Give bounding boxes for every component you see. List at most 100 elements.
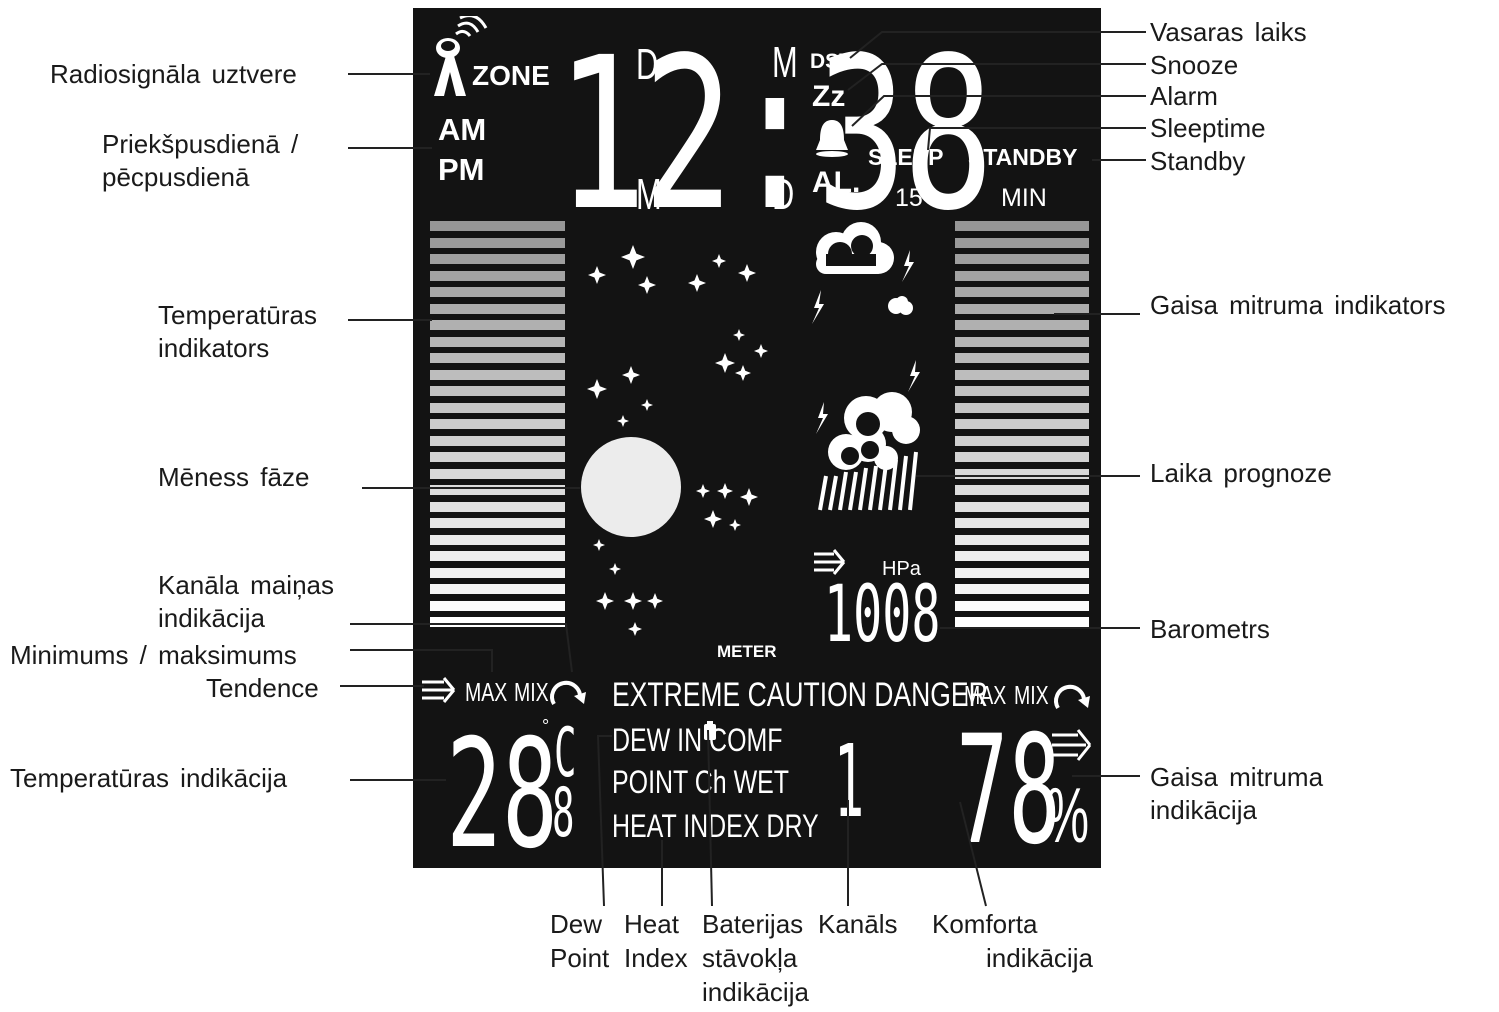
star-icon [740, 488, 758, 506]
label-battery-line1: Baterijas [702, 909, 804, 939]
star-icon [733, 329, 745, 341]
star-icon [593, 539, 605, 551]
bar-segment [430, 336, 565, 347]
battery-icon [704, 721, 716, 740]
meter-label: METER [717, 642, 777, 661]
bar-segment [430, 237, 565, 248]
bell-icon [816, 120, 848, 157]
bar-segment [955, 534, 1089, 545]
bar-segment [430, 287, 565, 297]
bar-segment [955, 600, 1089, 611]
celsius-unit: C [554, 714, 577, 793]
label-sleeptime: Sleeptime [1150, 113, 1266, 143]
star-icon [621, 245, 645, 269]
bar-segment [955, 320, 1089, 330]
star-icon [638, 276, 656, 294]
bar-segment [430, 551, 565, 561]
label-standby: Standby [1150, 146, 1246, 176]
temperature-bar-indicator [430, 221, 565, 636]
bar-segment [955, 353, 1089, 363]
pressure-value: 1008 [824, 570, 941, 660]
star-icon [622, 366, 640, 384]
radio-tower-icon [434, 16, 488, 96]
label-alarm: Alarm [1150, 81, 1218, 111]
star-icon [587, 379, 607, 399]
bar-segment [955, 567, 1089, 578]
star-icon [624, 592, 642, 610]
sleep-minutes-value: 15 [895, 184, 923, 212]
label-heat-line2: Index [624, 943, 688, 973]
bar-segment [955, 501, 1089, 512]
star-icon [628, 622, 642, 636]
bar-segment [430, 485, 565, 495]
max-indicator-right: MAX [964, 680, 1007, 710]
max-indicator-left: MAX [465, 677, 508, 707]
bar-segment [955, 402, 1089, 413]
label-channel: Kanāls [818, 909, 898, 939]
bar-segment [430, 567, 565, 578]
bar-segment [430, 501, 565, 512]
bar-segment [430, 270, 565, 281]
star-icon [754, 344, 768, 358]
bar-segment [430, 617, 565, 627]
bar-segment [955, 584, 1089, 594]
label-min-max: Minimums / maksimums [10, 640, 297, 670]
bar-segment [955, 254, 1089, 264]
label-daylight-saving: Vasaras laiks [1150, 17, 1307, 47]
label-weather-forecast: Laika prognoze [1150, 458, 1332, 488]
bar-segment [430, 402, 565, 413]
bar-segment [955, 221, 1089, 231]
channel-refresh-arrow-icon[interactable] [548, 674, 588, 708]
label-comfort-line2: indikācija [986, 943, 1093, 973]
label-trend: Tendence [206, 673, 319, 703]
label-am-pm-line1: Priekšpusdienā / [102, 129, 299, 159]
star-icon [647, 593, 663, 609]
bar-segment [430, 386, 565, 396]
temperature-decimal: 8 [552, 774, 575, 853]
bar-segment [955, 270, 1089, 281]
label-temperature-indicator-line2: indikators [158, 333, 270, 363]
bar-segment [430, 600, 565, 611]
bar-segment [955, 518, 1089, 528]
star-icon [712, 254, 726, 268]
label-channel-change-line2: indikācija [158, 603, 265, 633]
temperature-trend-arrows-icon [422, 677, 456, 703]
humidity-refresh-arrow-icon [1054, 684, 1090, 710]
comfort-warning-text: EXTREME CAUTION DANGER [612, 676, 988, 714]
star-icon [596, 592, 614, 610]
bar-segment [955, 435, 1089, 446]
star-icon [738, 264, 756, 282]
snooze-indicator: Zz [812, 80, 846, 113]
label-comfort-line1: Komforta [932, 909, 1038, 939]
humidity-value: 78 [956, 704, 1061, 878]
star-icon [609, 563, 621, 575]
star-icon [729, 519, 741, 531]
mix-indicator-left: MIX [514, 677, 549, 707]
label-dew-line1: Dew [550, 909, 603, 939]
star-icon [617, 415, 629, 427]
mix-indicator-right: MIX [1014, 680, 1049, 710]
bar-segment [430, 254, 565, 264]
label-temperature-indicator-line1: Temperatūras [158, 300, 317, 330]
dst-indicator: DST [810, 50, 852, 73]
alarm-al-indicator: AL. [812, 166, 861, 199]
bar-segment [955, 419, 1089, 429]
bar-segment [955, 485, 1089, 495]
bar-segment [955, 287, 1089, 297]
percent-unit: % [1046, 771, 1090, 859]
label-radio-reception: Radiosignāla uztvere [50, 59, 297, 89]
bar-segment [430, 518, 565, 528]
label-channel-change-line1: Kanāla maiņas [158, 570, 334, 600]
bar-segment [955, 369, 1089, 380]
moon-phase-area [581, 245, 768, 636]
star-icon [641, 399, 653, 411]
dew-in-comf-text: DEW IN COMF [612, 722, 783, 758]
lightning-icon [812, 290, 824, 324]
bar-segment [430, 369, 565, 380]
bar-segment [955, 452, 1089, 462]
label-battery-line3: indikācija [702, 977, 809, 1007]
bar-segment [430, 584, 565, 594]
moon-icon [581, 437, 681, 537]
bar-segment [955, 551, 1089, 561]
star-icon [715, 353, 735, 373]
